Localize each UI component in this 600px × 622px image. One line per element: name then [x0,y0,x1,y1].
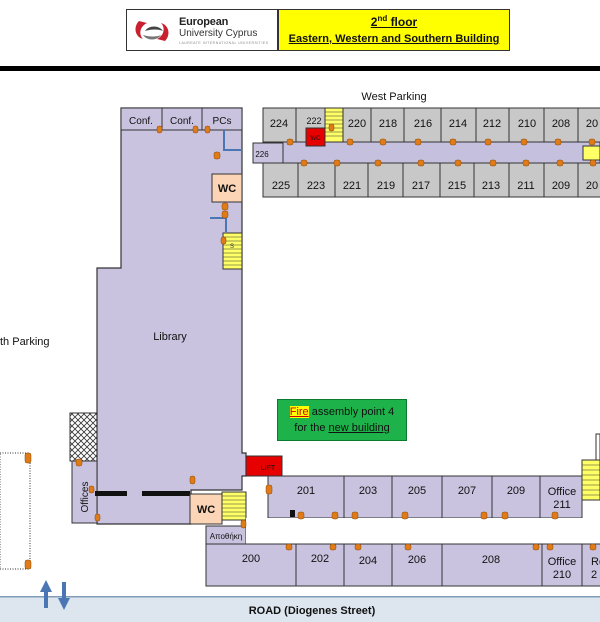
svg-text:218: 218 [379,118,397,130]
library-stair: S [222,232,243,270]
room-200: 200 [242,553,260,565]
fire-assembly-line1: Fire assembly point 4 [289,406,395,418]
svg-text:211: 211 [517,180,535,192]
wc-library-label: WC [218,183,236,195]
office-210-line2: 210 [553,569,571,581]
west-red-room-label: WC [311,136,322,142]
traffic-arrows-icon [40,580,70,610]
south-lower-rooms [205,543,600,587]
svg-text:212: 212 [483,118,501,130]
lift [245,455,283,477]
hatched-stair-block [69,412,99,462]
west-top-labels: 224 222 220 218 216 214 212 210 208 20 [270,116,598,130]
fire-assembly-line2: for the new building [294,422,390,434]
office-210-line1: Office [548,556,577,568]
room-partial-line2: 2 [591,569,597,581]
room-208: 208 [482,554,500,566]
floor-title: 2nd floor [370,14,418,29]
fire-assembly-box: Fire assembly point 4 for the new buildi… [277,399,407,441]
room-pcs: PCs [213,116,232,127]
building-title: Eastern, Western and Southern Building [288,33,500,45]
road-band [0,596,600,622]
road-label: ROAD (Diogenes Street) [249,605,376,617]
room-203: 203 [359,485,377,497]
svg-text:224: 224 [270,118,288,130]
fire-word: Fire [289,406,309,418]
room-204: 204 [359,555,377,567]
room-206: 206 [408,554,426,566]
library-block [96,107,247,525]
north-parking-label: th Parking [0,336,50,348]
black-wall-2 [142,491,190,496]
left-building-outline [0,452,31,570]
storage-label: Αποθήκη [210,532,243,541]
svg-text:210: 210 [518,118,536,130]
west-corridor [281,141,600,164]
black-wall-1 [95,491,127,496]
logo-name-line1: European [179,16,229,28]
svg-text:222: 222 [306,116,321,126]
logo-name-line2: University Cyprus [179,28,258,39]
offices-label: Offices [80,482,91,513]
library-top-rooms: Conf. Conf. PCs [120,107,243,131]
library-inner-wall [223,130,242,151]
west-red-room [305,127,326,147]
west-bottom-labels: 225 223 221 219 217 215 213 211 209 20 [272,180,598,192]
svg-text:S: S [230,244,234,250]
svg-text:225: 225 [272,180,290,192]
room-205: 205 [408,485,426,497]
svg-text:20: 20 [586,118,598,130]
university-logo: European University Cyprus LAUREATE INTE… [126,9,278,51]
svg-text:214: 214 [449,118,467,130]
south-stair [221,491,247,521]
svg-text:219: 219 [377,180,395,192]
lift-label: LIFT [261,465,276,472]
svg-text:216: 216 [414,118,432,130]
east-edge-wall [595,433,600,461]
svg-text:209: 209 [552,180,570,192]
room-partial-line1: Ro [591,556,600,568]
svg-text:215: 215 [448,180,466,192]
road-edge [0,596,600,598]
header-divider [0,66,600,71]
south-upper-rooms [267,475,583,519]
svg-text:221: 221 [343,180,361,192]
svg-text:20: 20 [586,180,598,192]
room-202: 202 [311,553,329,565]
wc-south-label: WC [197,504,215,516]
room-conf-1: Conf. [129,116,153,127]
south-corridor [246,518,600,544]
floor-header: 2nd floor Eastern, Western and Southern … [278,9,510,51]
door-markers [24,123,597,570]
svg-text:213: 213 [482,180,500,192]
office-211-line1: Office [548,486,577,498]
logo-mark-icon [135,21,169,41]
library-label: Library [153,331,187,343]
room-209: 209 [507,485,525,497]
svg-text:220: 220 [348,118,366,130]
office-211-line2: 211 [553,499,571,511]
svg-text:208: 208 [552,118,570,130]
west-parking-label: West Parking [361,91,426,103]
svg-text:217: 217 [412,180,430,192]
west-east-stair [582,145,600,161]
room-conf-2: Conf. [170,116,194,127]
logo-tagline: LAUREATE INTERNATIONAL UNIVERSITIES [179,41,269,45]
south-east-stair [581,459,600,501]
svg-text:223: 223 [307,180,325,192]
room-207: 207 [458,485,476,497]
room-201: 201 [297,485,315,497]
door-black-marker [290,510,295,517]
wc-library [211,173,243,203]
room-226-label: 226 [255,150,269,159]
